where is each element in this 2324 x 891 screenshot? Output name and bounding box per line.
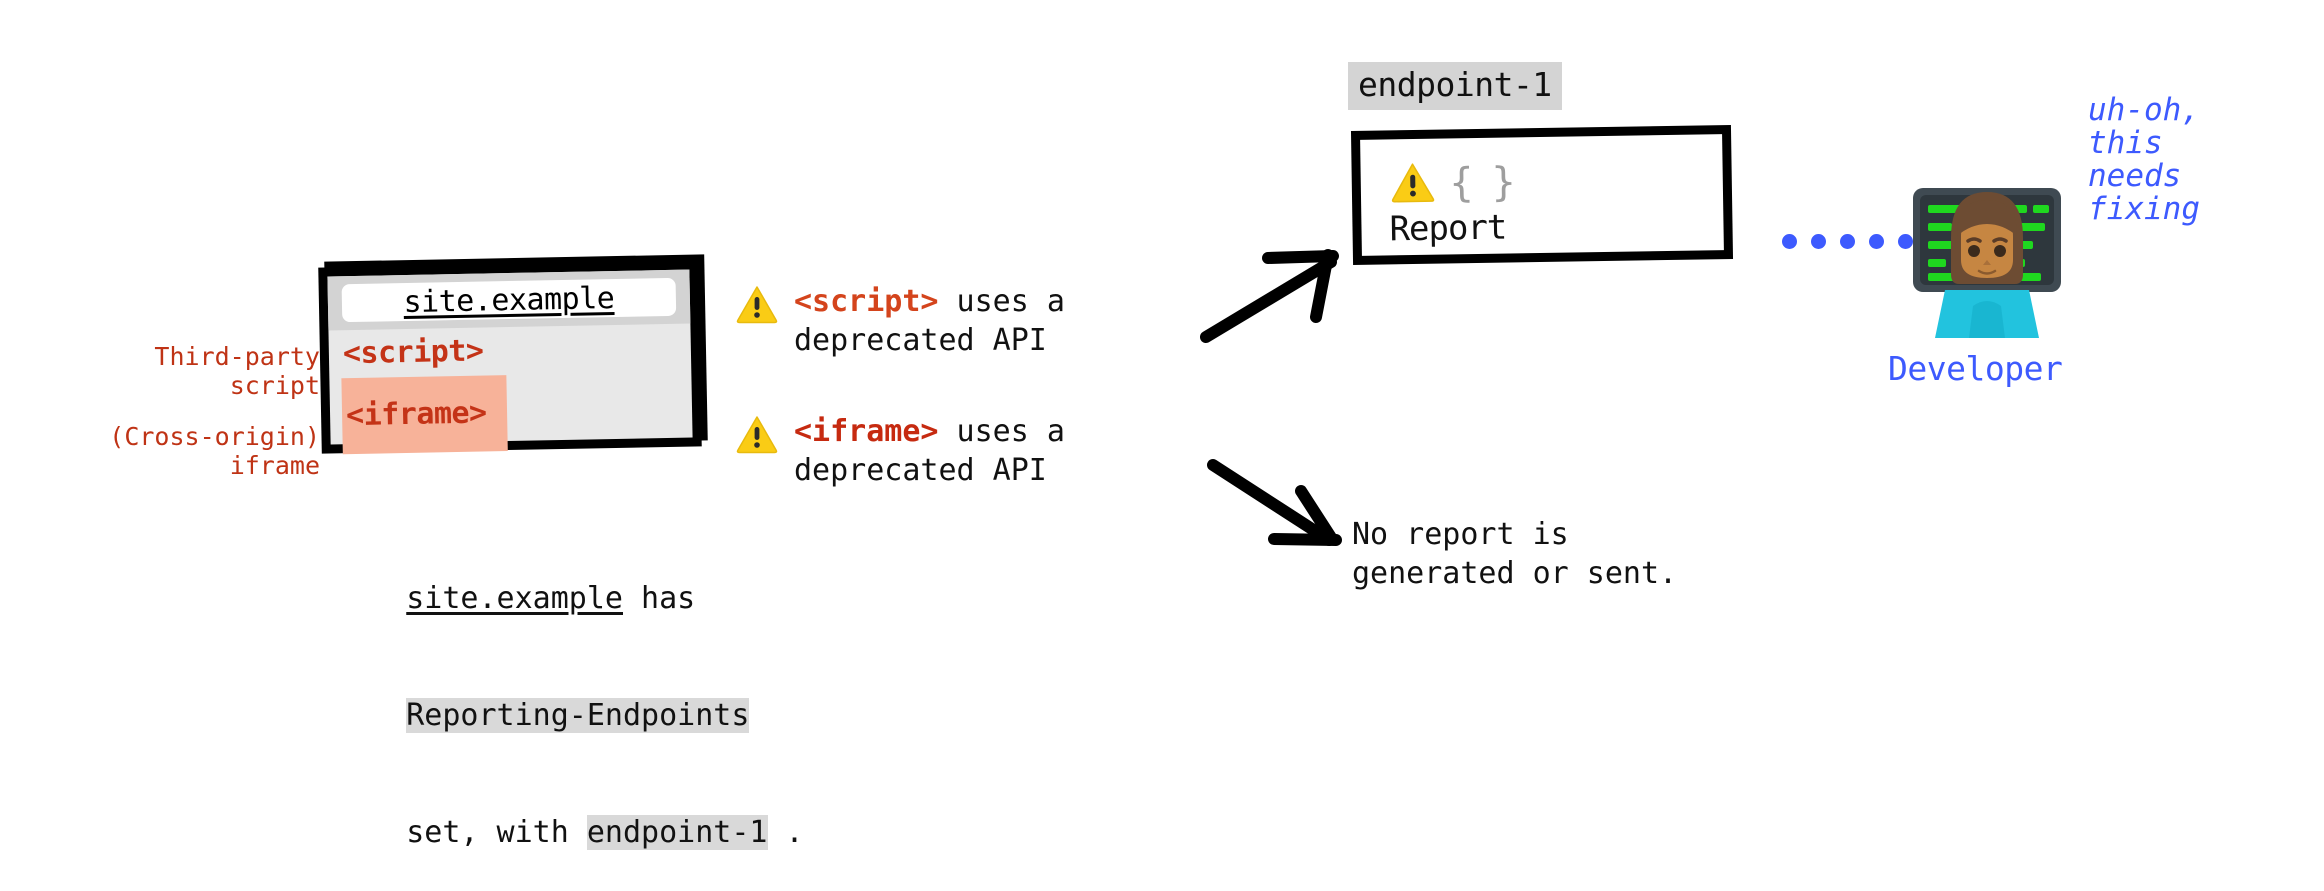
warning-script-code: <script>	[794, 284, 939, 319]
reporting-endpoints-chip: Reporting-Endpoints	[406, 698, 750, 733]
caption-site-name: site.example	[406, 581, 623, 616]
endpoint-1-chip-inline: endpoint-1	[586, 815, 768, 850]
warning-triangle-icon	[736, 284, 778, 328]
endpoint-box-inner: { } Report	[1360, 134, 1724, 256]
developer-quote: uh-oh, this needs fixing	[2088, 92, 2200, 227]
script-tag-text: <script>	[342, 333, 484, 372]
endpoint-chip-label: endpoint-1	[1348, 62, 1562, 110]
no-report-text: No report is generated or sent.	[1352, 515, 1677, 593]
warning-script-line-1: <script> uses a	[794, 282, 1065, 321]
warning-iframe-line-2: deprecated API	[794, 453, 1047, 488]
connector-dot	[1840, 234, 1855, 249]
no-report-line-1: No report is	[1352, 517, 1569, 552]
browser-chrome-bar: site.example	[327, 269, 691, 331]
url-bar[interactable]: site.example	[341, 277, 677, 323]
warning-script-rest: uses a	[938, 284, 1065, 319]
caption-line-1-rest: has	[623, 581, 696, 616]
endpoint-box-border: { } Report	[1350, 125, 1734, 265]
report-icon-row: { }	[1390, 159, 1519, 208]
warning-triangle-icon	[736, 414, 778, 458]
cross-origin-iframe-label: (Cross-origin) iframe	[109, 422, 320, 480]
caption-line-2: Reporting-Endpoints	[334, 657, 804, 774]
iframe-highlight-box: <iframe>	[341, 375, 508, 455]
connector-dot	[1869, 234, 1884, 249]
report-label: Report	[1389, 207, 1507, 250]
warning-row-script: <script> uses a deprecated API	[736, 282, 1065, 360]
caption-line-3-post: .	[767, 815, 804, 850]
browser-window-frame: site.example <script> <iframe>	[318, 260, 702, 455]
endpoint-report-box: { } Report	[1350, 125, 1742, 268]
caption-line-3-pre: set, with	[406, 815, 587, 850]
json-braces-icon: { }	[1448, 159, 1519, 207]
url-text: site.example	[403, 280, 615, 320]
third-party-script-label: Third-party script	[154, 342, 320, 400]
connector-dot	[1898, 234, 1913, 249]
browser-window: site.example <script> <iframe>	[318, 254, 710, 455]
warning-row-iframe: <iframe> uses a deprecated API	[736, 412, 1065, 490]
developer-label: Developer	[1888, 349, 2063, 388]
developer-avatar	[1907, 178, 2067, 342]
connector-dot	[1782, 234, 1797, 249]
warning-iframe-code: <iframe>	[794, 414, 939, 449]
arrow-down-right-icon	[1205, 450, 1375, 574]
iframe-tag-text: <iframe>	[345, 395, 487, 434]
connector-dot	[1811, 234, 1826, 249]
warning-iframe-line-1: <iframe> uses a	[794, 412, 1065, 451]
arrow-up-right-icon	[1200, 225, 1360, 349]
warning-triangle-icon	[1390, 161, 1435, 208]
warning-script-line-2: deprecated API	[794, 323, 1047, 358]
caption-line-3: set, with endpoint-1 .	[334, 774, 804, 891]
browser-caption: site.example has Reporting-Endpoints set…	[334, 540, 804, 891]
browser-window-inner: site.example <script> <iframe>	[327, 269, 693, 455]
browser-page-content: <script> <iframe>	[328, 324, 692, 455]
warning-iframe-rest: uses a	[938, 414, 1065, 449]
caption-line-1: site.example has	[334, 540, 804, 657]
no-report-line-2: generated or sent.	[1352, 556, 1678, 591]
